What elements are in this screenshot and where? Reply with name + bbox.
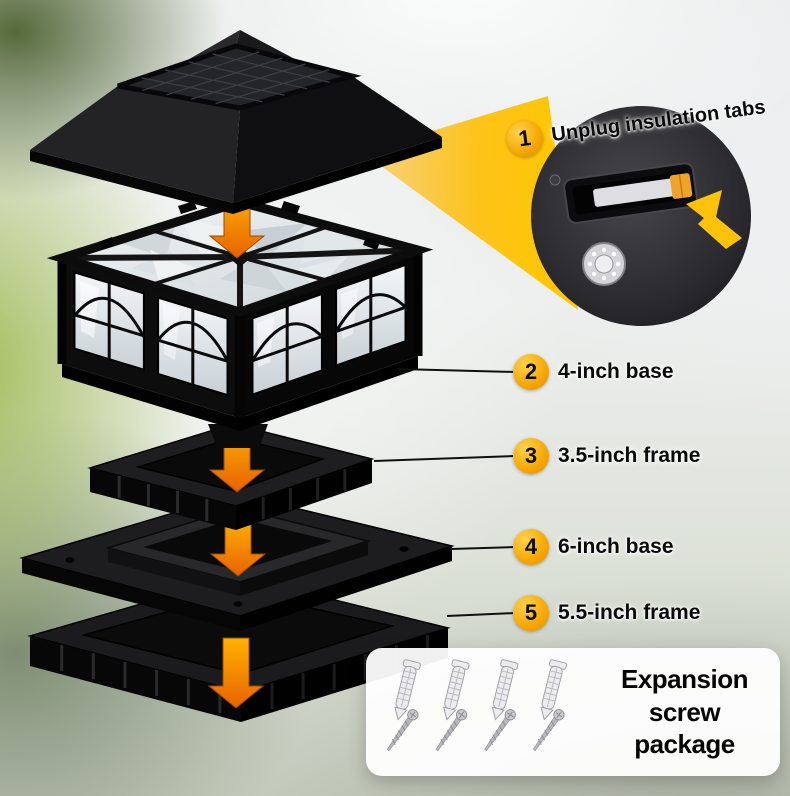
callout-4-badge: 4 [513, 529, 549, 565]
anchor-screw-icon [435, 659, 470, 752]
tab-pointer-arrow-icon [686, 190, 742, 249]
anchor-screw-icon [532, 659, 567, 752]
led-light [582, 242, 626, 286]
callout-3-label: 3.5-inch frame [558, 444, 701, 467]
anchor-screw-icon [386, 659, 421, 752]
callout-5-badge: 5 [513, 595, 549, 631]
insulation-tab-inset [531, 106, 751, 326]
lamp-body-illustration [46, 197, 434, 448]
callout-3-5-inch-frame: 3 3.5-inch frame [513, 438, 700, 474]
callout-1-badge: 1 [504, 118, 546, 159]
callout-6-inch-base: 4 6-inch base [513, 529, 674, 565]
callout-3-badge: 3 [513, 438, 549, 474]
anchor-screw-icon [484, 659, 519, 752]
callout-leader-lines [373, 368, 517, 617]
solar-cap-illustration [30, 30, 442, 214]
callout-5-label: 5.5-inch frame [558, 601, 701, 624]
solar-panel [117, 43, 362, 111]
screw-package-label-line2: screw package [634, 696, 735, 760]
screw-package-label-line1: Expansion [621, 664, 748, 695]
expansion-screw-package: Expansion screw package [366, 648, 780, 776]
insulation-tab [593, 177, 680, 207]
callout-4-label: 6-inch base [558, 535, 674, 558]
screw-package-label: Expansion screw package [597, 663, 772, 761]
down-arrow-icon [207, 637, 265, 709]
callout-5-5-inch-frame: 5 5.5-inch frame [513, 595, 700, 631]
callout-2-label: 4-inch base [558, 360, 674, 383]
frame-35-illustration [87, 423, 375, 530]
callout-2-badge: 2 [513, 354, 549, 390]
callout-4-inch-base: 2 4-inch base [513, 354, 674, 390]
expansion-anchors-illustration [386, 659, 567, 752]
base-6-illustration [19, 493, 455, 631]
